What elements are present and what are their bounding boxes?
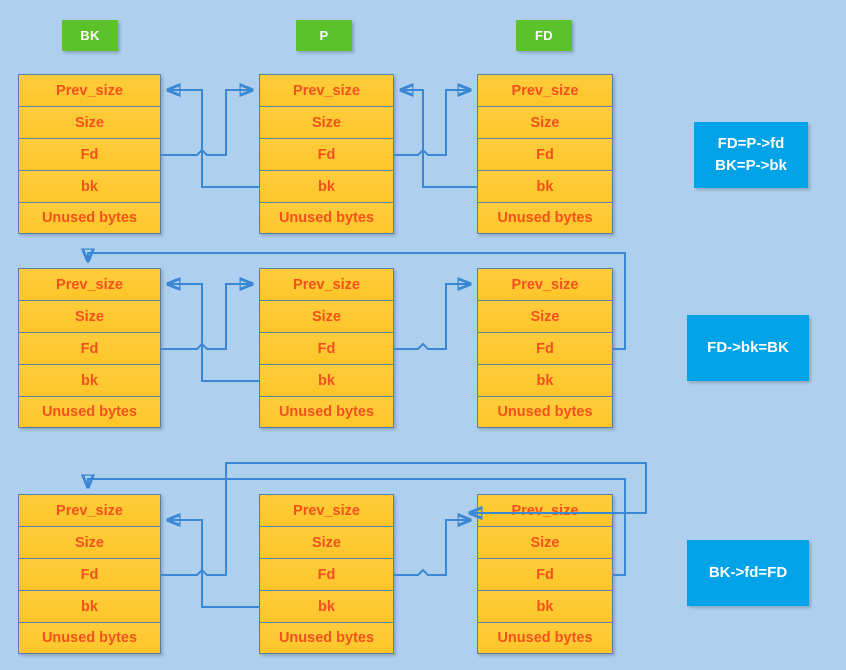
row1-bk-fd-to-p-arrow bbox=[161, 90, 252, 156]
row3-p-fd-to-fd-arrow bbox=[394, 520, 470, 576]
chunk-field-unused: Unused bytes bbox=[259, 202, 394, 234]
chunk-field-size: Size bbox=[259, 106, 394, 138]
note-row-1-line-2: BK=P->bk bbox=[715, 157, 787, 174]
fd-pointer-label: FD bbox=[516, 20, 572, 51]
note-row-3: BK->fd=FD bbox=[687, 540, 809, 606]
row2-chunk-bk: Prev_size Size Fd bk Unused bytes bbox=[18, 268, 161, 428]
chunk-field-bk: bk bbox=[477, 590, 613, 622]
chunk-field-size: Size bbox=[259, 526, 394, 558]
note-row-2: FD->bk=BK bbox=[687, 315, 809, 381]
chunk-field-prev-size: Prev_size bbox=[18, 494, 161, 526]
chunk-field-size: Size bbox=[477, 300, 613, 332]
chunk-field-prev-size: Prev_size bbox=[259, 268, 394, 300]
row2-bk-fd-to-p-arrow bbox=[161, 284, 252, 350]
chunk-field-size: Size bbox=[477, 106, 613, 138]
chunk-field-prev-size: Prev_size bbox=[259, 494, 394, 526]
chunk-field-fd: Fd bbox=[18, 332, 161, 364]
row2-p-bk-to-bk-arrow bbox=[168, 284, 259, 382]
chunk-field-fd: Fd bbox=[477, 138, 613, 170]
chunk-field-fd: Fd bbox=[259, 558, 394, 590]
chunk-field-unused: Unused bytes bbox=[259, 396, 394, 428]
row1-chunk-bk: Prev_size Size Fd bk Unused bytes bbox=[18, 74, 161, 234]
note-row-1-line-1: FD=P->fd bbox=[717, 135, 785, 153]
chunk-field-bk: bk bbox=[477, 364, 613, 396]
chunk-field-prev-size: Prev_size bbox=[477, 74, 613, 106]
row3-p-bk-to-bk-arrow bbox=[168, 520, 259, 608]
chunk-field-size: Size bbox=[18, 300, 161, 332]
chunk-field-unused: Unused bytes bbox=[477, 202, 613, 234]
note-row-1: FD=P->fd BK=P->bk bbox=[694, 122, 808, 188]
row3-chunk-p: Prev_size Size Fd bk Unused bytes bbox=[259, 494, 394, 654]
row1-chunk-p: Prev_size Size Fd bk Unused bytes bbox=[259, 74, 394, 234]
chunk-field-unused: Unused bytes bbox=[18, 622, 161, 654]
chunk-field-unused: Unused bytes bbox=[259, 622, 394, 654]
chunk-field-bk: bk bbox=[18, 364, 161, 396]
chunk-field-fd: Fd bbox=[477, 558, 613, 590]
chunk-field-unused: Unused bytes bbox=[18, 396, 161, 428]
chunk-field-unused: Unused bytes bbox=[477, 622, 613, 654]
p-pointer-label: P bbox=[296, 20, 352, 51]
chunk-field-size: Size bbox=[477, 526, 613, 558]
chunk-field-fd: Fd bbox=[259, 332, 394, 364]
chunk-field-fd: Fd bbox=[259, 138, 394, 170]
row3-chunk-bk: Prev_size Size Fd bk Unused bytes bbox=[18, 494, 161, 654]
row2-chunk-p: Prev_size Size Fd bk Unused bytes bbox=[259, 268, 394, 428]
note-row-3-line-1: BK->fd=FD bbox=[708, 564, 788, 582]
chunk-field-prev-size: Prev_size bbox=[477, 268, 613, 300]
row1-chunk-fd: Prev_size Size Fd bk Unused bytes bbox=[477, 74, 613, 234]
bk-pointer-label: BK bbox=[62, 20, 118, 51]
chunk-field-bk: bk bbox=[259, 590, 394, 622]
chunk-field-fd: Fd bbox=[18, 138, 161, 170]
chunk-field-bk: bk bbox=[18, 590, 161, 622]
chunk-field-bk: bk bbox=[477, 170, 613, 202]
chunk-field-bk: bk bbox=[18, 170, 161, 202]
chunk-field-bk: bk bbox=[259, 364, 394, 396]
chunk-field-prev-size: Prev_size bbox=[477, 494, 613, 526]
row1-fd-bk-to-p-arrow bbox=[401, 90, 477, 188]
row2-p-fd-to-fd-arrow bbox=[394, 284, 470, 350]
row1-p-fd-to-fd-arrow bbox=[394, 90, 470, 156]
row3-chunk-fd: Prev_size Size Fd bk Unused bytes bbox=[477, 494, 613, 654]
chunk-field-size: Size bbox=[259, 300, 394, 332]
chunk-field-prev-size: Prev_size bbox=[18, 268, 161, 300]
chunk-field-bk: bk bbox=[259, 170, 394, 202]
chunk-field-size: Size bbox=[18, 106, 161, 138]
row1-p-bk-to-bk-arrow bbox=[168, 90, 259, 188]
chunk-field-fd: Fd bbox=[477, 332, 613, 364]
chunk-field-prev-size: Prev_size bbox=[18, 74, 161, 106]
row2-chunk-fd: Prev_size Size Fd bk Unused bytes bbox=[477, 268, 613, 428]
note-row-2-line-1: FD->bk=BK bbox=[707, 339, 789, 357]
chunk-field-size: Size bbox=[18, 526, 161, 558]
chunk-field-prev-size: Prev_size bbox=[259, 74, 394, 106]
chunk-field-fd: Fd bbox=[18, 558, 161, 590]
chunk-field-unused: Unused bytes bbox=[477, 396, 613, 428]
chunk-field-unused: Unused bytes bbox=[18, 202, 161, 234]
